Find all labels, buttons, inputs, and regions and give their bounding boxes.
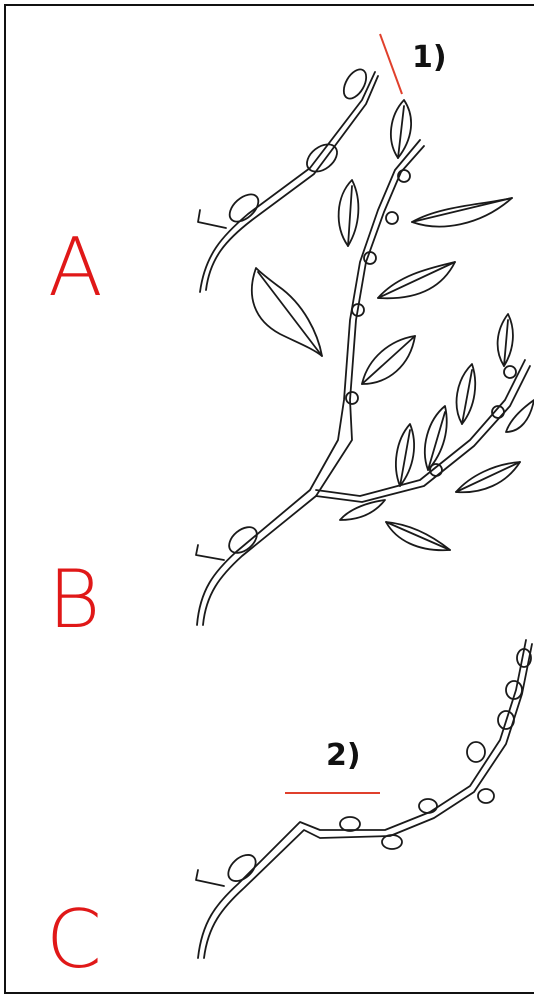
bud [419,799,437,813]
panel-c-branch [196,640,532,958]
bud [223,850,260,886]
panel-label-a: A [48,228,103,308]
panel-b-branch [196,100,534,625]
panel-a-shoot [198,66,378,292]
panel-label-b: B [48,560,100,640]
cut-mark-1 [380,34,402,94]
bud [478,789,494,803]
annotation-1: 1) [412,40,447,75]
bud [467,742,485,762]
annotation-2: 2) [326,738,361,773]
leaves [252,100,534,550]
bud [224,522,261,558]
bud [340,817,360,831]
bud [382,835,402,849]
panel-label-c: C [46,900,102,980]
bud [225,189,264,227]
bud [339,66,371,103]
